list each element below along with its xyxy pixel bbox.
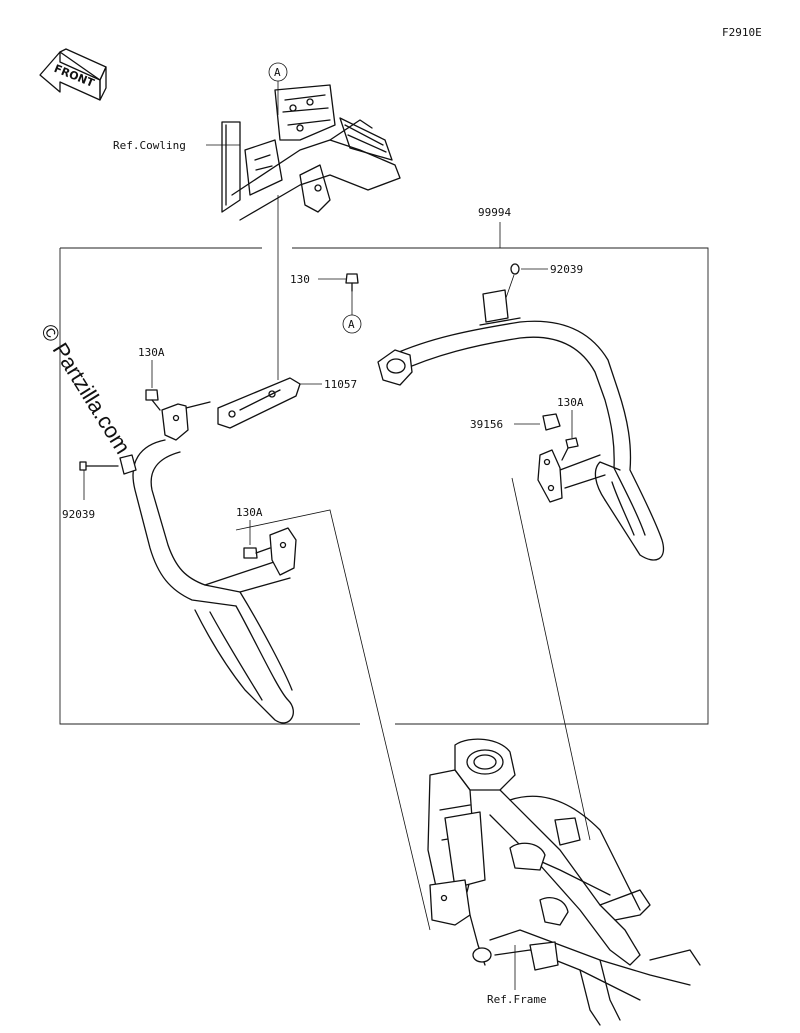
callout-a-top-text: A <box>274 66 281 79</box>
diagram-code: F2910E <box>722 26 762 39</box>
part-130: 130 <box>290 273 310 286</box>
bolt-130-icon <box>345 273 359 292</box>
cap-39156-icon <box>542 413 561 431</box>
plug-92039-left-icon <box>79 461 119 471</box>
bracket-11057 <box>217 377 301 429</box>
part-130a-left-lower: 130A <box>236 506 263 519</box>
right-guard-bar <box>377 289 665 561</box>
ref-cowling-label: Ref.Cowling <box>113 139 186 152</box>
part-130a-right: 130A <box>557 396 584 409</box>
front-arrow-icon: FRONT <box>39 48 107 101</box>
part-99994: 99994 <box>478 206 511 219</box>
bolt-130a-right-icon <box>561 437 579 461</box>
left-upper-mount-bracket <box>161 401 211 441</box>
callout-a-mid <box>342 314 362 334</box>
callout-a-mid-text: A <box>348 318 355 331</box>
part-11057: 11057 <box>324 378 357 391</box>
part-130a-left-upper: 130A <box>138 346 165 359</box>
cowling-frame-drawing <box>221 84 401 221</box>
part-92039-right: 92039 <box>550 263 583 276</box>
plug-92039-right-icon <box>510 263 520 275</box>
watermark: © Partzilla.com <box>36 319 136 458</box>
assembly-box <box>59 247 709 725</box>
left-guard-bar <box>119 439 294 724</box>
part-92039-left: 92039 <box>62 508 95 521</box>
part-39156: 39156 <box>470 418 503 431</box>
frame-drawing <box>427 738 701 1026</box>
right-mount-bracket <box>537 449 563 503</box>
bolt-130a-left-upper-icon <box>145 389 161 411</box>
bolt-130a-left-lower-icon <box>243 547 271 559</box>
ref-frame-label: Ref.Frame <box>487 993 547 1006</box>
left-lower-mount-bracket <box>269 527 297 576</box>
